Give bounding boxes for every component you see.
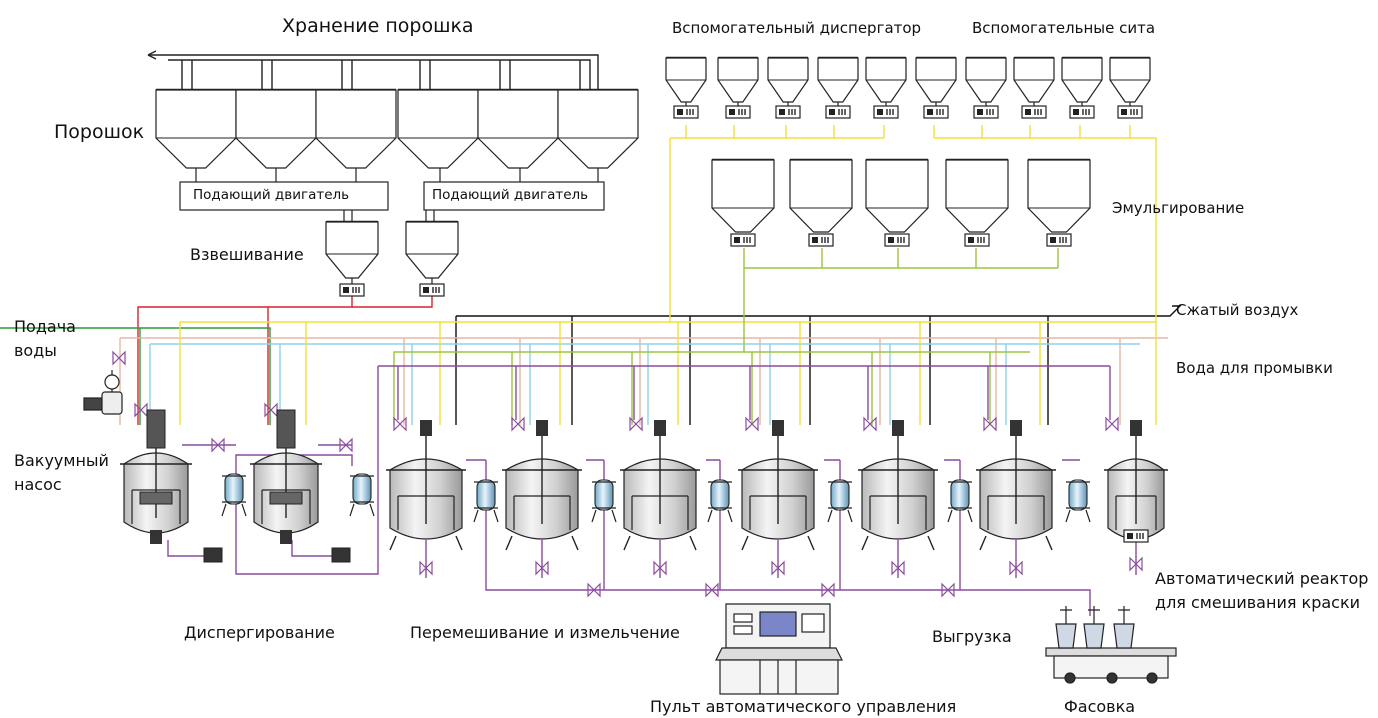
aux-scale-1 — [673, 105, 699, 119]
weighing-hopper-1 — [325, 220, 379, 279]
powder-silo-3 — [315, 88, 397, 169]
mixing-reactor-4 — [738, 420, 818, 551]
aux-scale-10 — [1117, 105, 1143, 119]
label-auto-reactor-2: для смешивания краски — [1155, 593, 1361, 612]
mixing-filter-1 — [473, 479, 499, 523]
label-mixing-grinding: Перемешивание и измельчение — [410, 623, 680, 642]
label-vacuum-pump-1: Вакуумный — [14, 451, 109, 470]
weighing-hopper-2 — [405, 220, 459, 279]
aux-yellow-line — [179, 125, 1157, 425]
powder-silo-4 — [397, 88, 479, 169]
disperser-1 — [120, 409, 192, 544]
emulsion-scale-4 — [964, 233, 990, 247]
label-powder: Порошок — [54, 121, 145, 143]
label-compressed-air: Сжатый воздух — [1176, 301, 1299, 319]
emulsion-scale-1 — [730, 233, 756, 247]
aux-scale-2 — [725, 105, 751, 119]
feed-motor-box-right — [423, 181, 605, 211]
label-feed-motor-right: Подающий двигатель — [432, 187, 589, 203]
aux-scale-9 — [1069, 105, 1095, 119]
label-weighing: Взвешивание — [190, 245, 304, 264]
emulsion-line — [393, 248, 1059, 425]
aux-hopper-9 — [1061, 56, 1103, 103]
mixing-reactor-2 — [502, 420, 582, 551]
emulsion-scale-2 — [808, 233, 834, 247]
aux-hopper-3 — [767, 56, 809, 103]
disperser-filter-2 — [349, 473, 375, 517]
mixing-filter-4 — [827, 479, 853, 523]
emulsion-hopper-1 — [711, 158, 775, 233]
weighing-scale-2 — [419, 283, 445, 297]
aux-hopper-2 — [717, 56, 759, 103]
label-dispersing: Диспергирование — [184, 623, 335, 642]
aux-scale-5 — [873, 105, 899, 119]
mixing-reactor-5 — [858, 420, 938, 551]
label-water-supply-1: Подача — [14, 317, 76, 336]
cyan-line — [149, 343, 1140, 425]
compressed-air-line — [455, 305, 1182, 425]
emulsion-scale-3 — [884, 233, 910, 247]
label-water-supply-2: воды — [14, 341, 57, 360]
label-wash-water: Вода для промывки — [1176, 359, 1333, 377]
mixing-reactor-6 — [976, 420, 1056, 551]
label-aux-sieves: Вспомогательные сита — [972, 19, 1156, 37]
powder-air-line — [147, 50, 599, 90]
emulsion-hopper-5 — [1027, 158, 1091, 233]
aux-scale-4 — [825, 105, 851, 119]
valves — [112, 350, 1143, 598]
aux-hopper-10 — [1109, 56, 1151, 103]
mixing-filter-5 — [947, 479, 973, 523]
powder-silo-2 — [235, 88, 317, 169]
aux-hopper-6 — [915, 56, 957, 103]
powder-silo-1 — [155, 88, 237, 169]
emulsion-scale-5 — [1046, 233, 1072, 247]
disperser-2 — [250, 409, 322, 544]
powder-silo-5 — [477, 88, 559, 169]
label-packaging: Фасовка — [1064, 697, 1136, 716]
aux-scale-7 — [973, 105, 999, 119]
emulsion-hopper-4 — [945, 158, 1009, 233]
powder-silo-6 — [557, 88, 639, 169]
control-panel-drawing — [715, 603, 843, 695]
aux-hopper-5 — [865, 56, 907, 103]
emulsion-hopper-3 — [865, 158, 929, 233]
mixing-filter-2 — [591, 479, 617, 523]
process-line — [167, 365, 1137, 616]
label-powder-storage: Хранение порошка — [282, 15, 474, 37]
label-auto-reactor-1: Автоматический реактор — [1155, 569, 1369, 588]
aux-scale-8 — [1021, 105, 1047, 119]
vacuum-pump — [83, 370, 123, 415]
feed-motor-box-left — [179, 181, 389, 211]
wash-water-line — [119, 337, 1168, 425]
disperser-filter-1 — [221, 473, 247, 517]
aux-scale-6 — [923, 105, 949, 119]
aux-hopper-1 — [665, 56, 707, 103]
mixing-reactor-1 — [386, 420, 466, 551]
packaging-station — [1045, 606, 1177, 684]
aux-hopper-7 — [965, 56, 1007, 103]
label-aux-disperser: Вспомогательный диспергатор — [672, 19, 922, 37]
aux-hopper-8 — [1013, 56, 1055, 103]
powder-feed-line — [137, 296, 433, 425]
aux-hopper-4 — [817, 56, 859, 103]
mixing-filter-6 — [1065, 479, 1091, 523]
auto-paint-reactor — [1104, 420, 1168, 540]
label-vacuum-pump-2: насос — [14, 475, 62, 494]
weighing-scale-1 — [339, 283, 365, 297]
label-unloading: Выгрузка — [932, 627, 1012, 646]
label-feed-motor-left: Подающий двигатель — [193, 187, 350, 203]
mixing-reactor-3 — [620, 420, 700, 551]
aux-scale-3 — [775, 105, 801, 119]
label-emulsification: Эмульгирование — [1112, 199, 1245, 217]
label-control-panel: Пульт автоматического управления — [650, 697, 957, 716]
emulsion-hopper-2 — [789, 158, 853, 233]
mixing-filter-3 — [707, 479, 733, 523]
auto-reactor-scale — [1123, 529, 1149, 543]
